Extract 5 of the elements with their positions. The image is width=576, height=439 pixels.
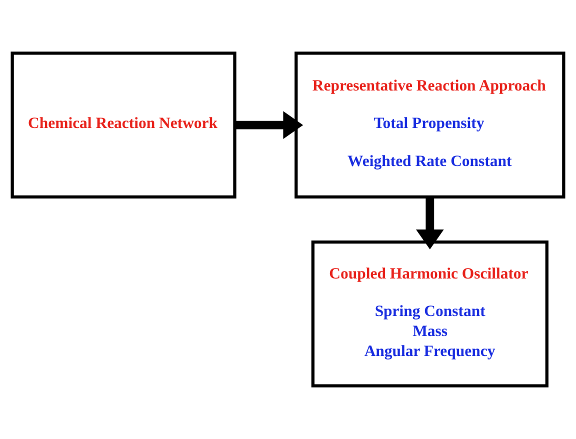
arrow	[234, 111, 304, 139]
node-box: Representative Reaction Approach Total Propensity Weighted Rate Constant	[294, 52, 566, 199]
node-box: Chemical Reaction Network	[10, 52, 236, 199]
node-box: Coupled Harmonic Oscillator Spring Constant Mass Angular Frequency	[311, 240, 548, 388]
arrow	[416, 197, 444, 250]
